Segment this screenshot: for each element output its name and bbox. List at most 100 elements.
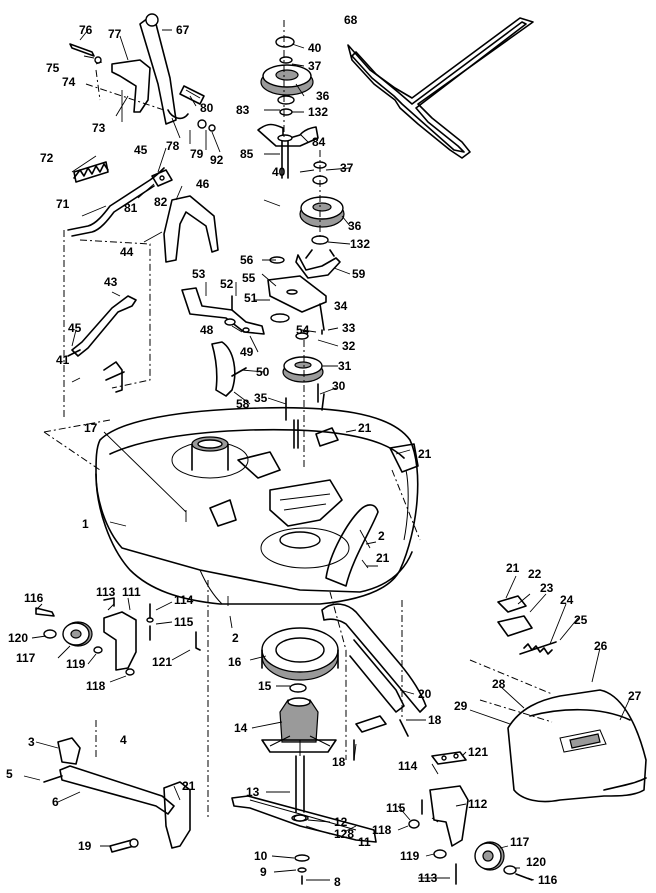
callout-25: 25 <box>574 613 588 627</box>
callout-119-right: 119 <box>400 849 420 863</box>
callout-46: 46 <box>196 177 210 191</box>
callout-36-top: 36 <box>316 89 330 103</box>
callout-79: 79 <box>190 147 204 161</box>
idler-arm-bracket <box>181 287 265 335</box>
callout-78: 78 <box>166 139 180 153</box>
callout-23: 23 <box>540 581 554 595</box>
callout-41: 41 <box>56 353 70 367</box>
callout-68: 68 <box>344 13 358 27</box>
callout-76: 76 <box>79 23 93 37</box>
callout-14: 14 <box>234 721 248 735</box>
callout-10: 10 <box>254 849 268 863</box>
callout-13: 13 <box>246 785 260 799</box>
callout-114-right: 114 <box>398 759 418 773</box>
mower-deck <box>95 406 419 605</box>
belt-guard-arm <box>321 603 427 761</box>
callout-119-left: 119 <box>66 657 86 671</box>
callout-117-right: 117 <box>510 835 530 849</box>
left-idler-assembly <box>35 597 201 676</box>
blade-spindle <box>261 627 339 822</box>
callout-labels: 76 77 75 74 67 80 73 78 79 92 45 72 46 8… <box>6 13 642 889</box>
callout-18-right: 18 <box>428 713 442 727</box>
callout-75: 75 <box>46 61 60 75</box>
leader-lines <box>23 29 631 881</box>
callout-5: 5 <box>6 767 13 781</box>
callout-17: 17 <box>84 421 98 435</box>
callout-37-mid: 37 <box>340 161 354 175</box>
callout-118-left: 118 <box>86 679 106 693</box>
callout-4: 4 <box>120 733 127 747</box>
callout-1: 1 <box>82 517 89 531</box>
callout-120-left: 120 <box>8 631 28 645</box>
lift-rod <box>67 167 165 237</box>
callout-33: 33 <box>342 321 356 335</box>
callout-19: 19 <box>78 839 92 853</box>
upper-pulley-stack <box>257 36 319 179</box>
callout-77: 77 <box>108 27 122 41</box>
callout-117-left: 117 <box>16 651 36 665</box>
callout-15: 15 <box>258 679 272 693</box>
callout-45-upper: 45 <box>134 143 148 157</box>
callout-82: 82 <box>154 195 168 209</box>
callout-2-a: 2 <box>378 529 385 543</box>
callout-35: 35 <box>254 391 268 405</box>
lower-lift-links <box>63 230 151 420</box>
mower-blade <box>231 795 377 885</box>
callout-84: 84 <box>312 135 326 149</box>
callout-116-right: 116 <box>538 873 558 887</box>
callout-32: 32 <box>342 339 356 353</box>
bracket-block <box>151 169 173 187</box>
callout-50: 50 <box>256 365 270 379</box>
callout-128: 128 <box>334 827 354 841</box>
lower-lift-arm <box>43 580 209 853</box>
callout-21-c: 21 <box>376 551 390 565</box>
callout-116-left: 116 <box>24 591 44 605</box>
callout-40-top: 40 <box>308 41 322 55</box>
callout-43: 43 <box>104 275 118 289</box>
center-pulley-stack <box>267 256 327 449</box>
callout-26: 26 <box>594 639 608 653</box>
callout-21-a: 21 <box>358 421 372 435</box>
callout-9: 9 <box>260 865 267 879</box>
callout-83: 83 <box>236 103 250 117</box>
callout-73: 73 <box>92 121 106 135</box>
callout-2-b: 2 <box>232 631 239 645</box>
callout-44: 44 <box>120 245 134 259</box>
idler-spring-clip <box>211 341 247 397</box>
callout-22: 22 <box>528 567 542 581</box>
callout-3: 3 <box>28 735 35 749</box>
callout-11: 11 <box>358 835 371 849</box>
callout-67: 67 <box>176 23 190 37</box>
callout-24: 24 <box>560 593 574 607</box>
callout-18-left: 18 <box>332 755 346 769</box>
discharge-chute-assembly <box>469 595 647 803</box>
front-hanger-bracket <box>163 195 219 263</box>
callout-30: 30 <box>332 379 346 393</box>
spring <box>73 161 109 183</box>
callout-21-d: 21 <box>506 561 520 575</box>
callout-115-right: 115 <box>386 801 406 815</box>
callout-45-lower: 45 <box>68 321 82 335</box>
callout-48: 48 <box>200 323 214 337</box>
callout-37-top: 37 <box>308 59 322 73</box>
callout-121-right: 121 <box>468 745 488 759</box>
callout-21-b: 21 <box>418 447 432 461</box>
callout-52: 52 <box>220 277 234 291</box>
callout-118-right: 118 <box>372 823 392 837</box>
callout-8: 8 <box>334 875 341 889</box>
drive-belt <box>347 17 534 159</box>
callout-51: 51 <box>244 291 258 305</box>
callout-58: 58 <box>236 397 250 411</box>
callout-56: 56 <box>240 253 254 267</box>
callout-6: 6 <box>52 795 59 809</box>
callout-31: 31 <box>338 359 352 373</box>
callout-49: 49 <box>240 345 254 359</box>
callout-113-right: 113 <box>418 871 438 885</box>
callout-115-left: 115 <box>174 615 194 629</box>
callout-114-left: 114 <box>174 593 194 607</box>
callout-55: 55 <box>242 271 256 285</box>
callout-28: 28 <box>492 677 506 691</box>
callout-16: 16 <box>228 655 242 669</box>
callout-112: 112 <box>468 797 488 811</box>
